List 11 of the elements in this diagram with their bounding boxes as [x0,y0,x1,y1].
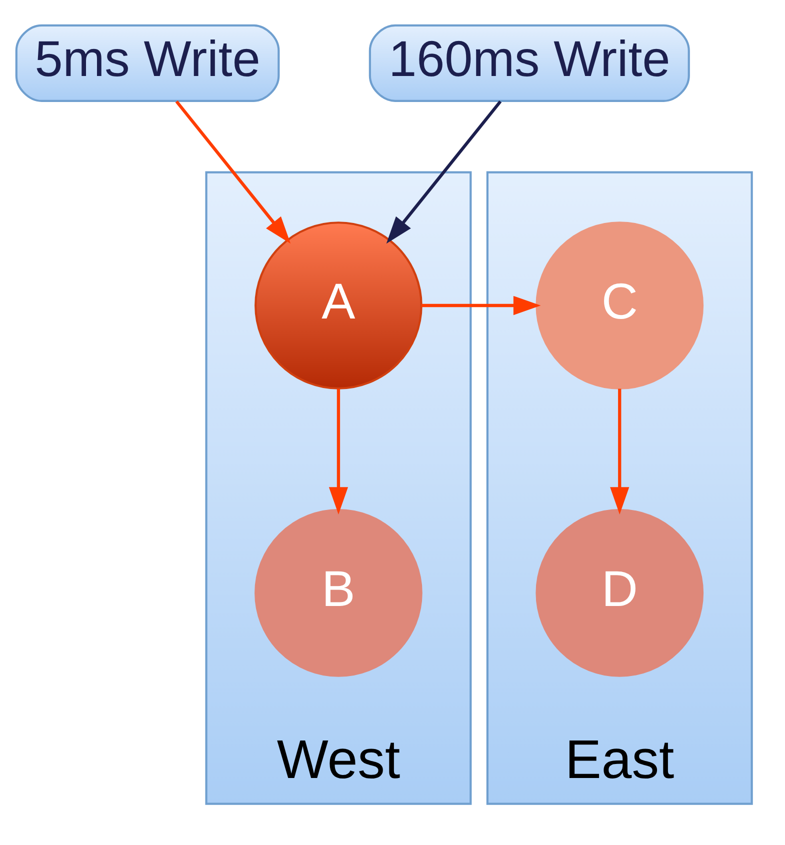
node-circle: C [536,221,704,389]
arrow [386,100,502,244]
node-circle: B [254,508,422,676]
arrow [610,388,630,514]
arrow [328,388,348,514]
node-circle: D [536,508,704,676]
arrow [175,100,291,244]
arrow [421,295,541,315]
node-box: 5ms Write [15,24,280,102]
node-circle: A [254,221,422,389]
node-box: 160ms Write [368,24,690,102]
